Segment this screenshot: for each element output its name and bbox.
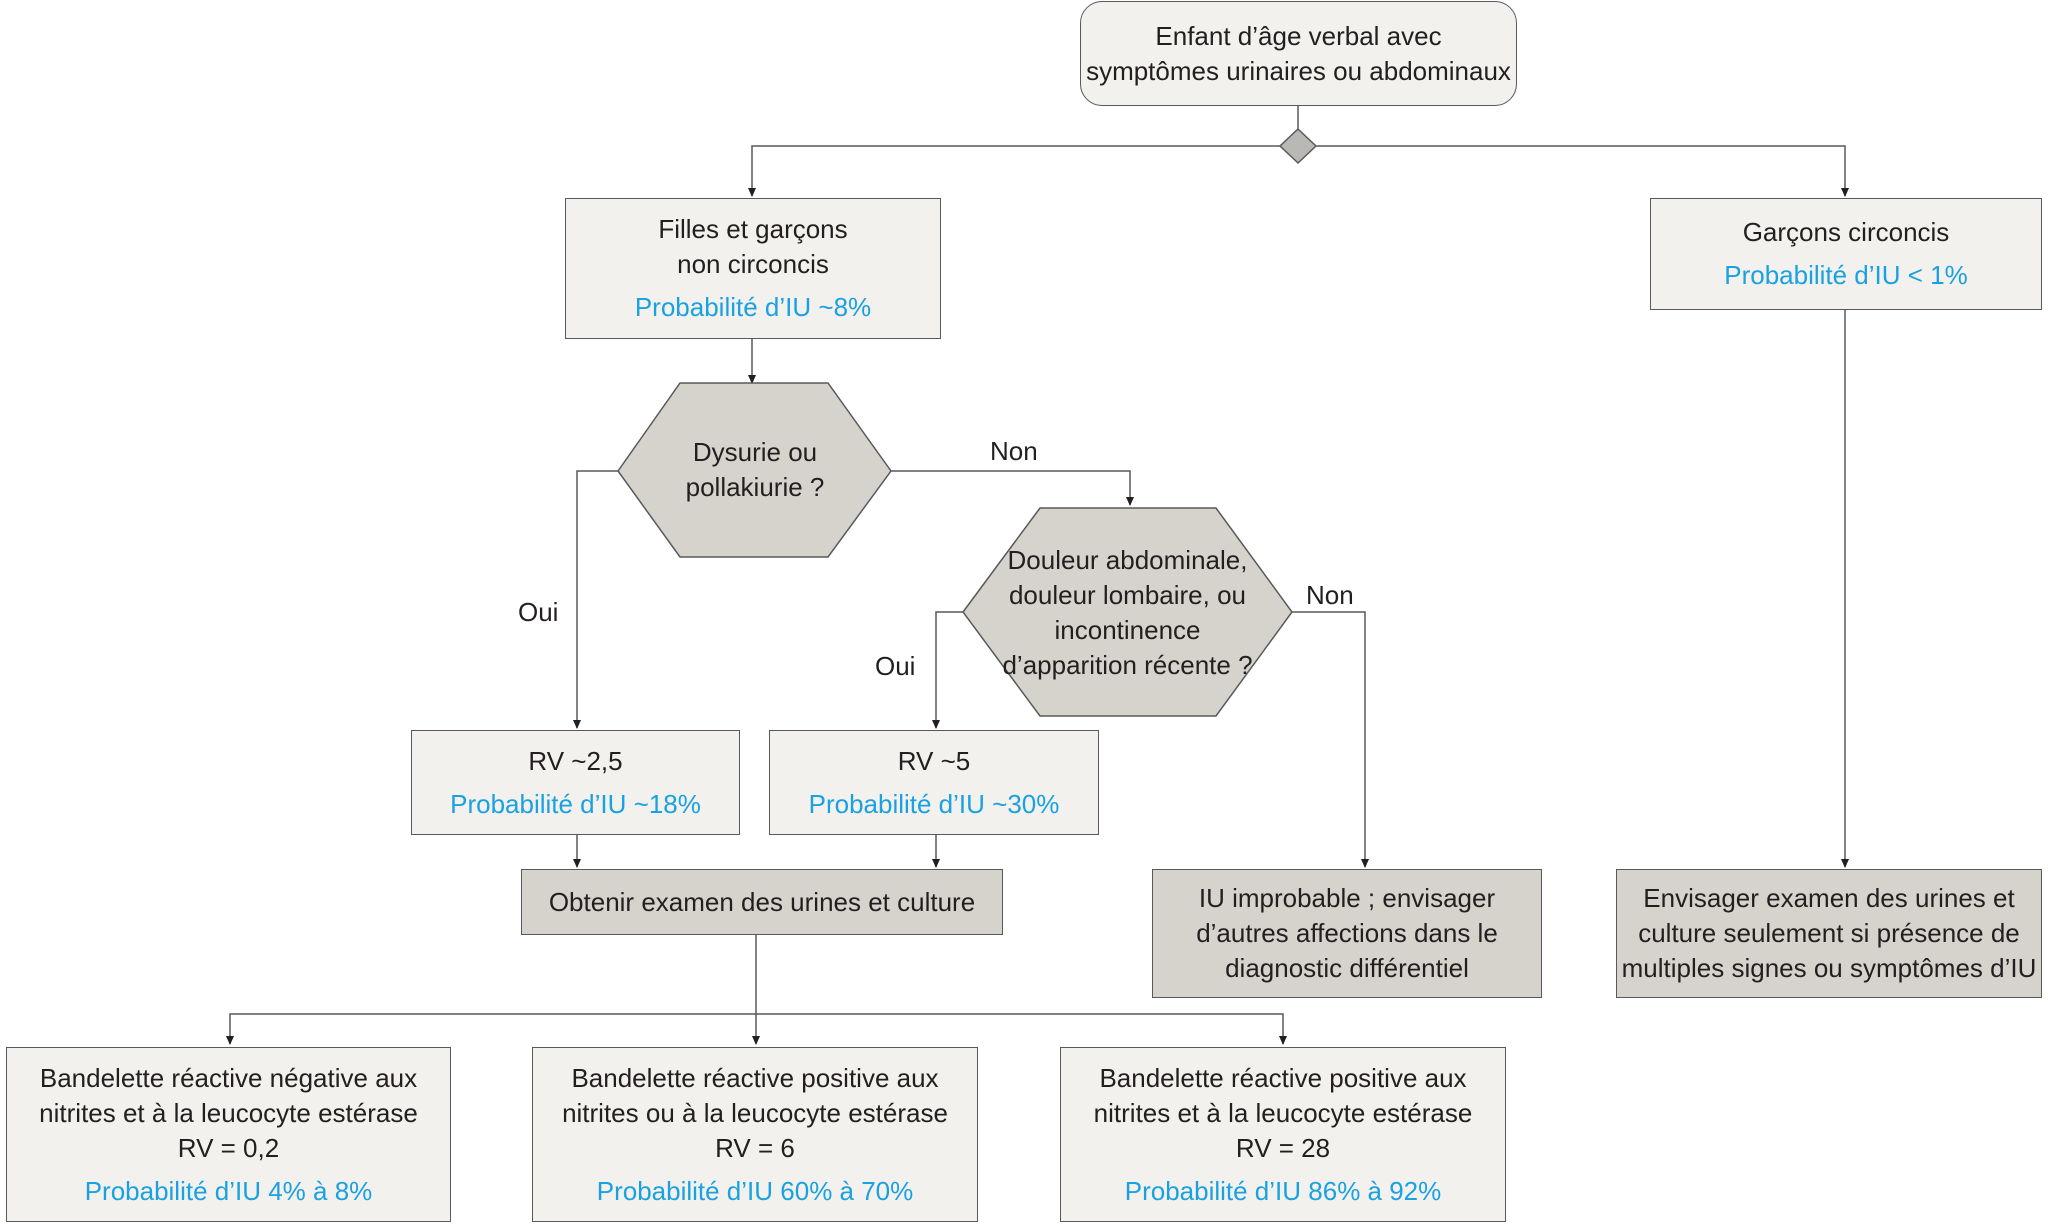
edge-dysuria-no <box>891 470 1134 506</box>
group-right-line1: Garçons circoncis <box>1742 217 1950 247</box>
decision-dysuria: Dysurie ou pollakiurie ? <box>640 400 870 540</box>
result-or-line2: nitrites ou à la leucocyte estérase <box>562 1097 948 1128</box>
edge-obtain-neg <box>226 1013 756 1045</box>
decision-dysuria-shape <box>617 382 892 558</box>
obtain-urinalysis-box: Obtenir examen des urines et culture <box>521 869 1003 935</box>
result-and-line3: RV = 28 <box>1235 1132 1331 1163</box>
rv25-line1: RV ~2,5 <box>528 745 623 776</box>
result-neg-line3: RV = 0,2 <box>177 1132 280 1163</box>
consider-line1: Envisager examen des urines et <box>1643 883 2015 913</box>
consider-line3: multiples signes ou symptômes d’IU <box>1621 953 2037 983</box>
result-positive-or-box: Bandelette réactive positive aux nitrite… <box>532 1047 978 1222</box>
group-circumcised: Garçons circoncis Probabilité d’IU < 1% <box>1650 198 2042 310</box>
start-line2: symptômes urinaires ou abdominaux <box>1086 55 1511 86</box>
result-neg-line2: nitrites et à la leucocyte estérase <box>39 1097 418 1128</box>
result-or-line1: Bandelette réactive positive aux <box>571 1062 939 1093</box>
group-left-probability: Probabilité d’IU ~8% <box>634 292 872 322</box>
group-right-probability: Probabilité d’IU < 1% <box>1724 260 1968 290</box>
edge-pain-yes <box>932 611 963 729</box>
unlikely-line1: IU improbable ; envisager <box>1198 883 1496 913</box>
uti-unlikely-box: IU improbable ; envisager d’autres affec… <box>1152 869 1542 998</box>
dysuria-line1: Dysurie ou <box>692 437 818 467</box>
label-pain-yes: Oui <box>875 651 916 681</box>
pain-line2: douleur lombaire, ou <box>1008 579 1247 610</box>
result-and-line1: Bandelette réactive positive aux <box>1099 1062 1467 1093</box>
rv5-probability: Probabilité d’IU ~30% <box>808 788 1060 819</box>
group-left-line2: non circoncis <box>677 249 829 279</box>
result-and-probability: Probabilité d’IU 86% à 92% <box>1124 1175 1442 1206</box>
edge-split-left <box>748 145 1280 197</box>
label-dysuria-yes: Oui <box>518 597 559 627</box>
result-and-line2: nitrites et à la leucocyte estérase <box>1093 1097 1473 1128</box>
result-neg-probability: Probabilité d’IU 4% à 8% <box>84 1175 373 1206</box>
split-diamond <box>1278 127 1318 165</box>
pain-line4: d’apparition récente ? <box>1002 649 1253 680</box>
start-node: Enfant d’âge verbal avec symptômes urina… <box>1080 1 1517 106</box>
obtain-line1: Obtenir examen des urines et culture <box>548 886 976 917</box>
unlikely-line2: d’autres affections dans le <box>1196 918 1498 948</box>
consider-urinalysis-box: Envisager examen des urines et culture s… <box>1616 869 2042 998</box>
rv-2-5-box: RV ~2,5 Probabilité d’IU ~18% <box>411 730 740 835</box>
rv5-line1: RV ~5 <box>897 745 971 776</box>
pain-line1: Douleur abdominale, <box>1007 544 1248 575</box>
result-positive-and-box: Bandelette réactive positive aux nitrite… <box>1060 1047 1506 1222</box>
dysuria-line2: pollakiurie ? <box>685 472 825 502</box>
label-dysuria-no: Non <box>990 436 1038 466</box>
edge-obtain-and <box>756 1013 1287 1045</box>
decision-pain: Douleur abdominale, douleur lombaire, ou… <box>985 520 1270 705</box>
result-neg-line1: Bandelette réactive négative aux <box>39 1062 418 1093</box>
edge-dysuria-yes <box>573 470 618 729</box>
edge-pain-no <box>1292 611 1369 868</box>
pain-line3: incontinence <box>1054 614 1201 645</box>
rv-5-box: RV ~5 Probabilité d’IU ~30% <box>769 730 1099 835</box>
label-pain-no: Non <box>1306 580 1354 610</box>
result-or-probability: Probabilité d’IU 60% à 70% <box>596 1175 914 1206</box>
unlikely-line3: diagnostic différentiel <box>1225 953 1469 983</box>
result-or-line3: RV = 6 <box>715 1132 795 1163</box>
group-uncircumcised: Filles et garçons non circoncis Probabil… <box>565 198 941 339</box>
group-left-line1: Filles et garçons <box>658 214 848 244</box>
rv25-probability: Probabilité d’IU ~18% <box>450 788 701 819</box>
start-line1: Enfant d’âge verbal avec <box>1155 20 1442 51</box>
consider-line2: culture seulement si présence de <box>1638 918 2020 948</box>
edge-split-right <box>1316 145 1849 197</box>
result-negative-box: Bandelette réactive négative aux nitrite… <box>6 1047 451 1222</box>
decision-pain-shape <box>962 507 1293 717</box>
